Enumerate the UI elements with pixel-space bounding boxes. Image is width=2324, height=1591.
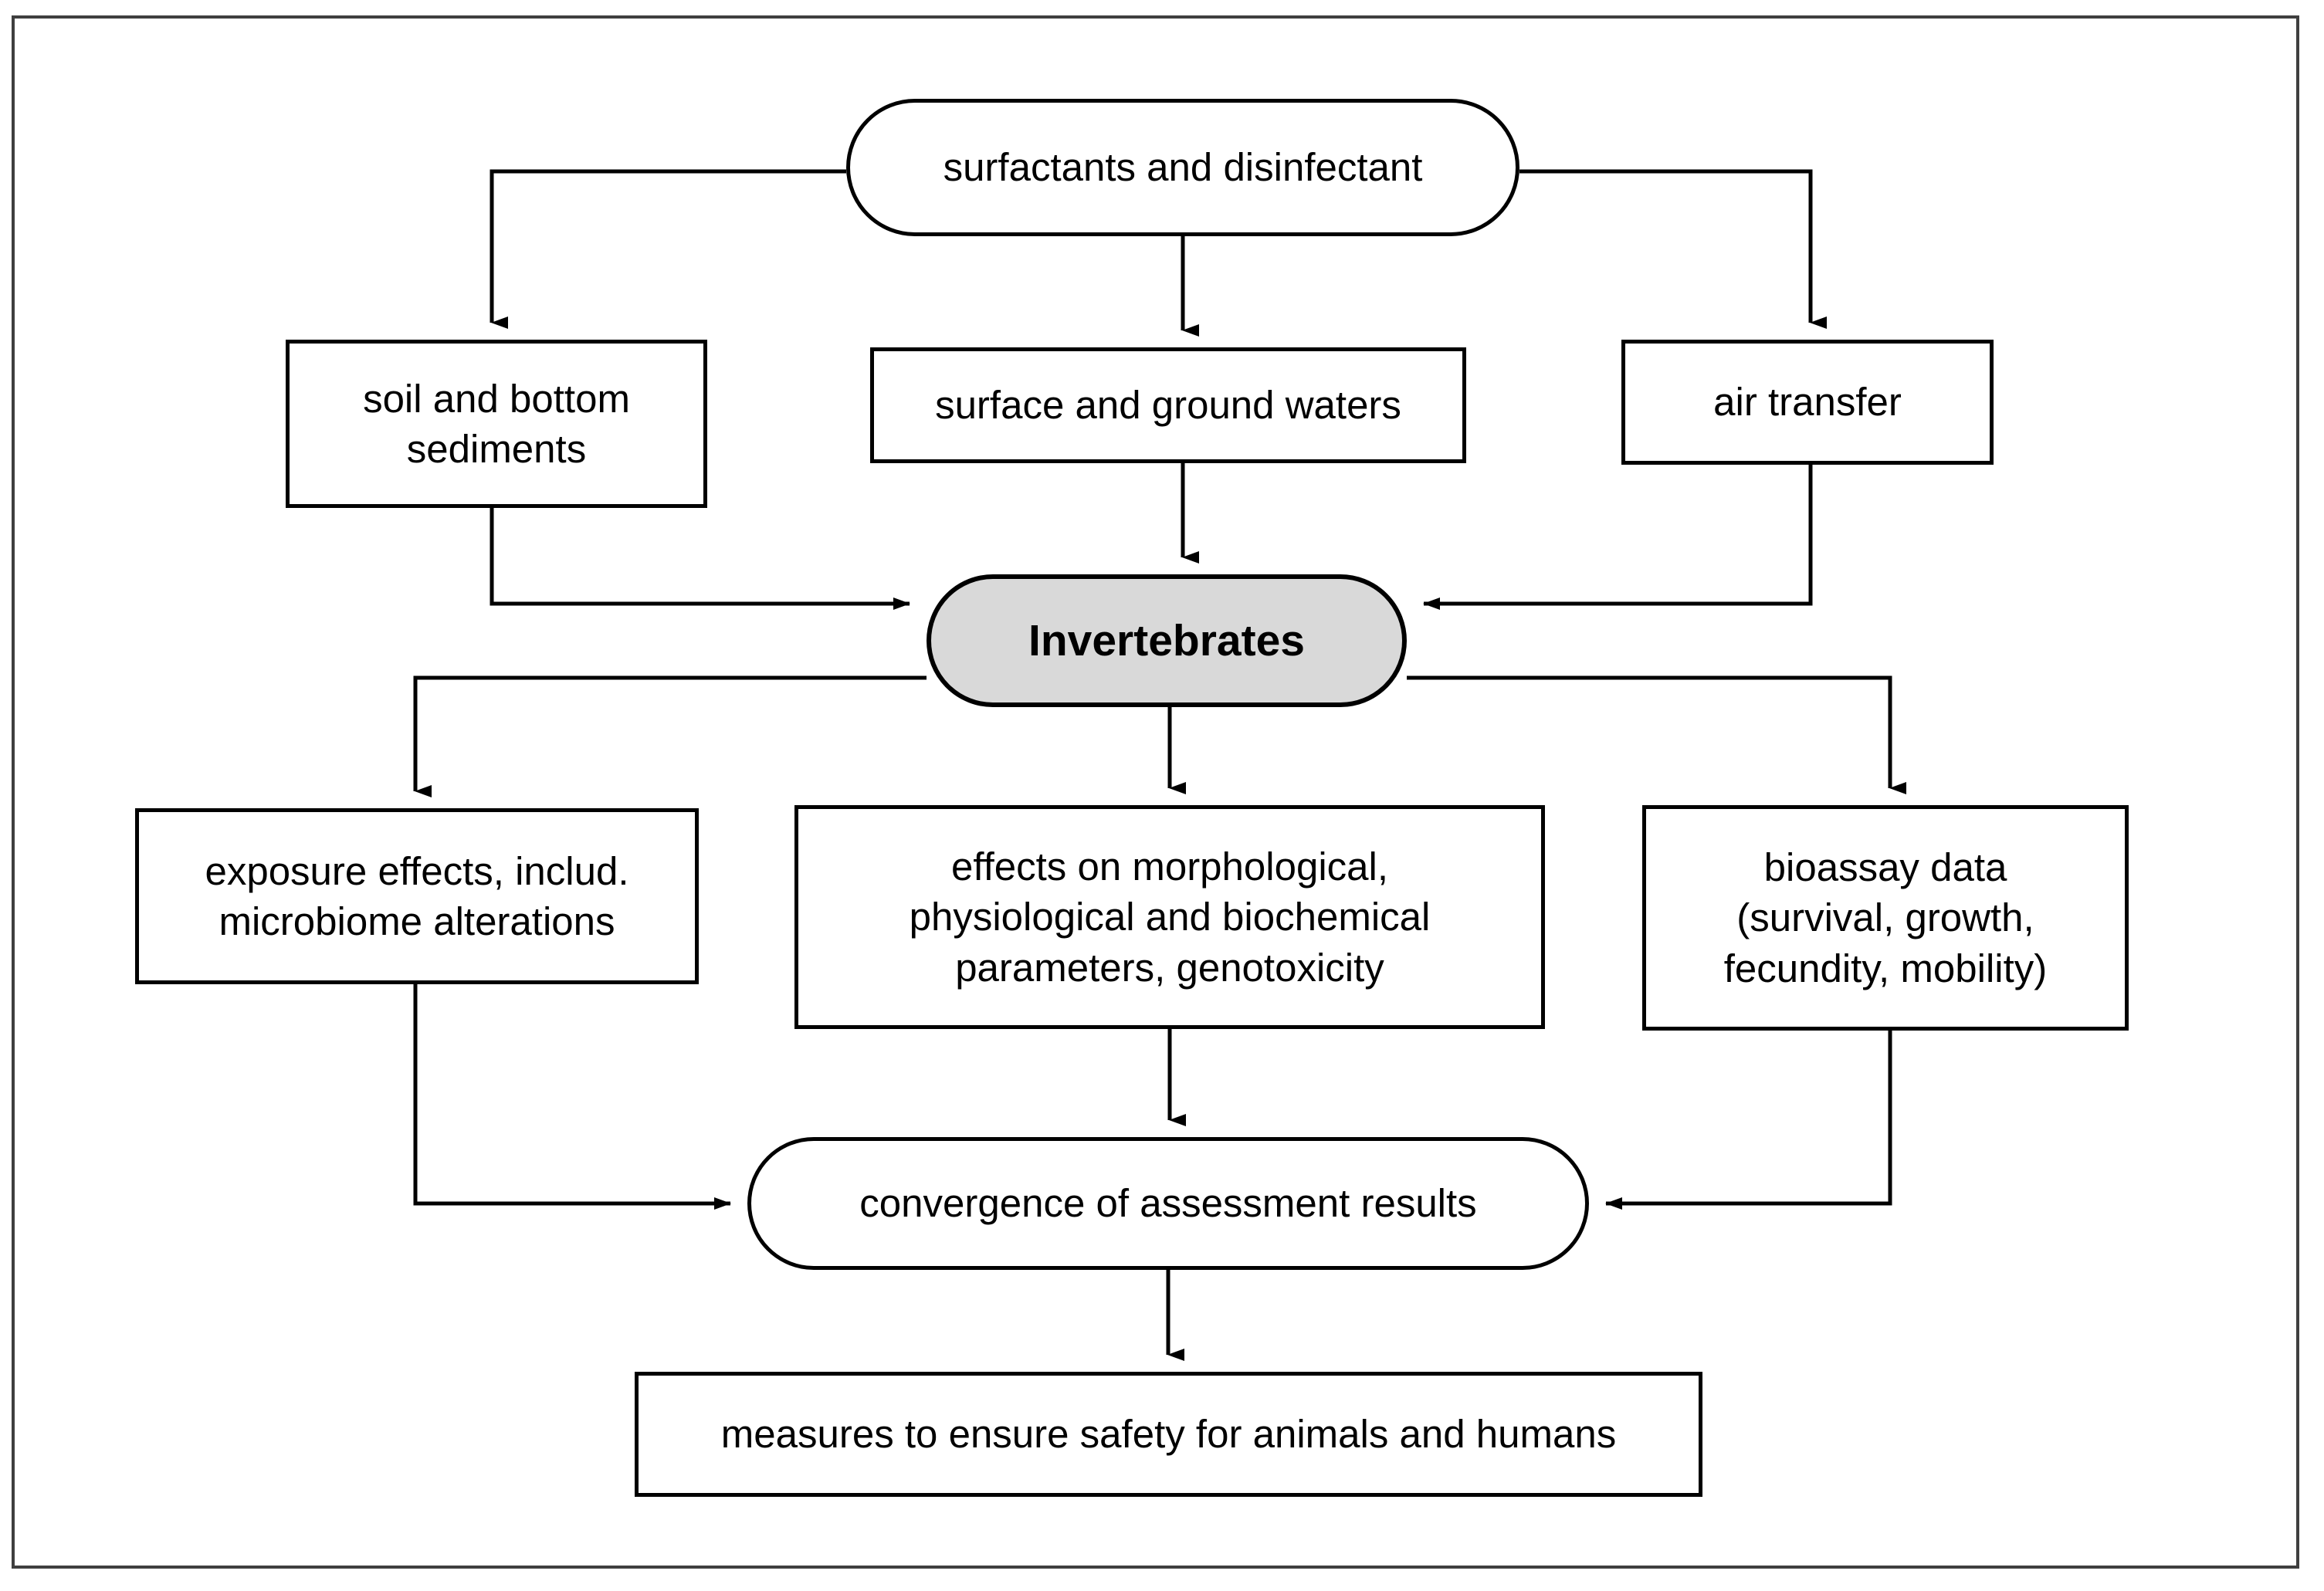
node-label: surface and ground waters (935, 383, 1401, 428)
node-label: effects on morphological, physiological … (909, 845, 1431, 990)
node-surface-and-ground-waters[interactable]: surface and ground waters (870, 347, 1466, 463)
node-label: air transfer (1713, 380, 1902, 425)
diagram-frame (12, 15, 2299, 1569)
node-bioassay-data[interactable]: bioassay data (survival, growth, fecundi… (1642, 805, 2129, 1031)
node-label: convergence of assessment results (859, 1181, 1477, 1226)
node-measures-to-ensure-safety[interactable]: measures to ensure safety for animals an… (635, 1372, 1702, 1497)
node-label: exposure effects, includ. microbiome alt… (205, 848, 629, 943)
node-exposure-effects[interactable]: exposure effects, includ. microbiome alt… (135, 808, 699, 984)
node-label: Invertebrates (1028, 615, 1305, 665)
node-surfactants-and-disinfectant[interactable]: surfactants and disinfectant (846, 99, 1519, 236)
node-label: measures to ensure safety for animals an… (720, 1412, 1617, 1457)
node-label: bioassay data (survival, growth, fecundi… (1723, 845, 2048, 990)
node-air-transfer[interactable]: air transfer (1621, 340, 1994, 465)
node-invertebrates[interactable]: Invertebrates (927, 574, 1407, 707)
node-soil-and-bottom-sediments[interactable]: soil and bottom sediments (286, 340, 707, 508)
node-convergence-of-assessment-results[interactable]: convergence of assessment results (747, 1137, 1589, 1270)
node-effects-on-parameters[interactable]: effects on morphological, physiological … (794, 805, 1545, 1029)
node-label: soil and bottom sediments (363, 376, 630, 471)
node-label: surfactants and disinfectant (943, 145, 1423, 190)
